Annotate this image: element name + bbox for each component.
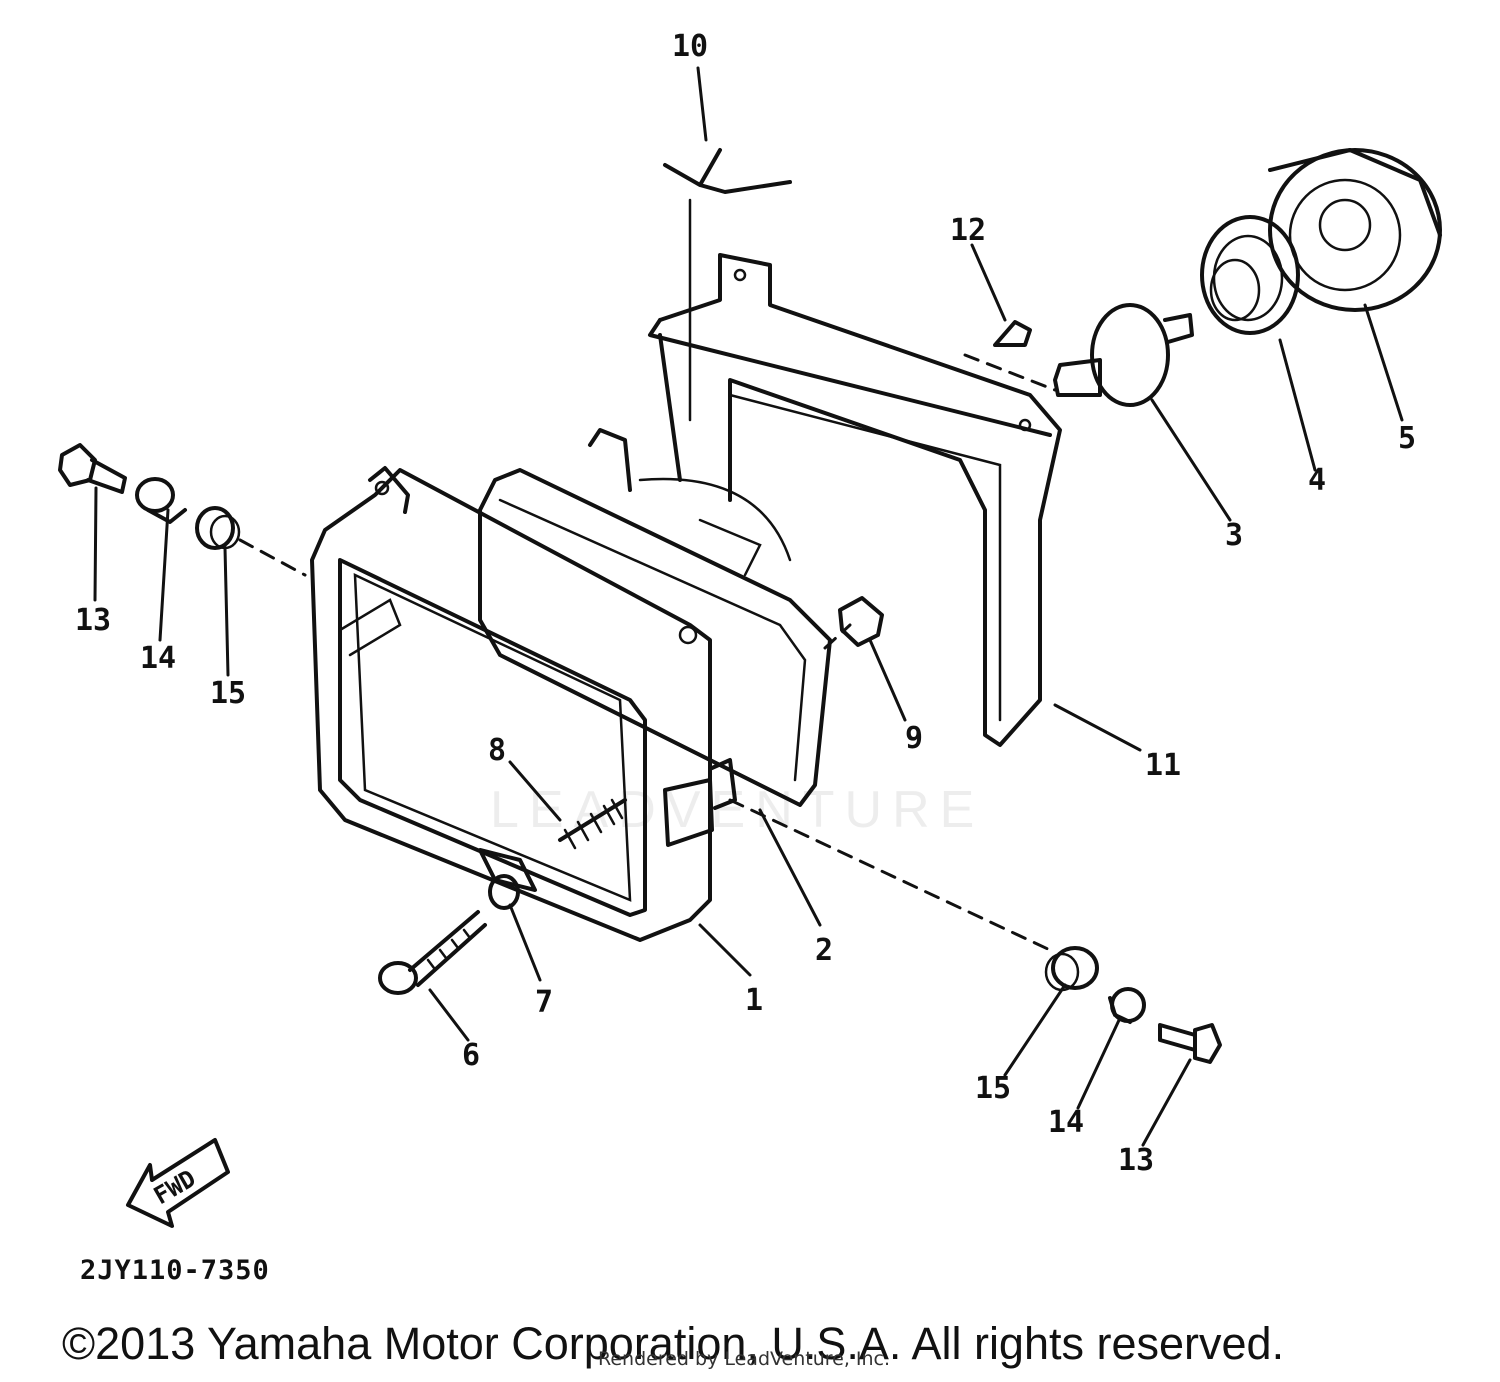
callout-4: 4 <box>1308 463 1326 498</box>
part-9-adjuster <box>838 596 884 647</box>
part-8-spring <box>558 798 627 850</box>
part-11-bracket <box>648 253 1062 747</box>
rendered-by-credit: Rendered by LeadVenture, Inc. <box>598 1348 891 1370</box>
assembly-line-left <box>238 538 307 577</box>
callout-15-left: 15 <box>210 676 246 711</box>
assembly-line-right <box>728 798 1052 952</box>
part-10-spring-clip <box>663 148 792 422</box>
fwd-label: FWD <box>149 1164 201 1210</box>
callout-9: 9 <box>905 721 923 756</box>
part-1-rim <box>310 466 714 942</box>
part-5-cover <box>1268 148 1442 312</box>
assembly-line-adjuster <box>823 623 852 650</box>
callout-15-right: 15 <box>975 1071 1011 1106</box>
part-6-screw <box>378 910 487 995</box>
part-2-nut <box>710 758 737 810</box>
callout-3: 3 <box>1225 518 1243 553</box>
callout-11: 11 <box>1145 748 1181 783</box>
callout-5: 5 <box>1398 421 1416 456</box>
part-code: 2JY110-7350 <box>80 1255 270 1286</box>
part-15-grommet-left <box>195 506 241 550</box>
fwd-arrow: FWD <box>126 1138 230 1228</box>
headlight-unit <box>478 428 832 807</box>
assembly-line-bulb <box>963 353 1057 392</box>
part-13-bolt-right <box>1158 1023 1222 1064</box>
callout-13-left: 13 <box>75 603 111 638</box>
part-14-collar-left <box>135 477 187 524</box>
part-7-washer <box>488 874 520 910</box>
part-3-bulb <box>1053 303 1194 407</box>
callout-13-right: 13 <box>1118 1143 1154 1178</box>
callout-14-left: 14 <box>140 641 176 676</box>
callout-12: 12 <box>950 213 986 248</box>
leader-lines <box>93 66 1404 1147</box>
part-12-grommet <box>993 320 1032 347</box>
callout-10: 10 <box>672 29 708 64</box>
callout-6: 6 <box>462 1038 480 1073</box>
callout-1: 1 <box>745 983 763 1018</box>
callout-14-right: 14 <box>1048 1105 1084 1140</box>
callout-8: 8 <box>488 733 506 768</box>
part-4-bulb-holder <box>1200 215 1300 335</box>
part-15-grommet-right <box>1044 946 1099 992</box>
copyright-notice: ©2013 Yamaha Motor Corporation, U.S.A. A… <box>62 1318 1285 1369</box>
part-14-collar-right <box>1108 987 1146 1024</box>
callout-7: 7 <box>535 985 553 1020</box>
callout-2: 2 <box>815 933 833 968</box>
part-13-bolt-left <box>58 443 127 494</box>
callout-labels: 10 12 3 4 5 11 9 8 2 1 7 6 13 14 15 15 1… <box>75 29 1416 1178</box>
